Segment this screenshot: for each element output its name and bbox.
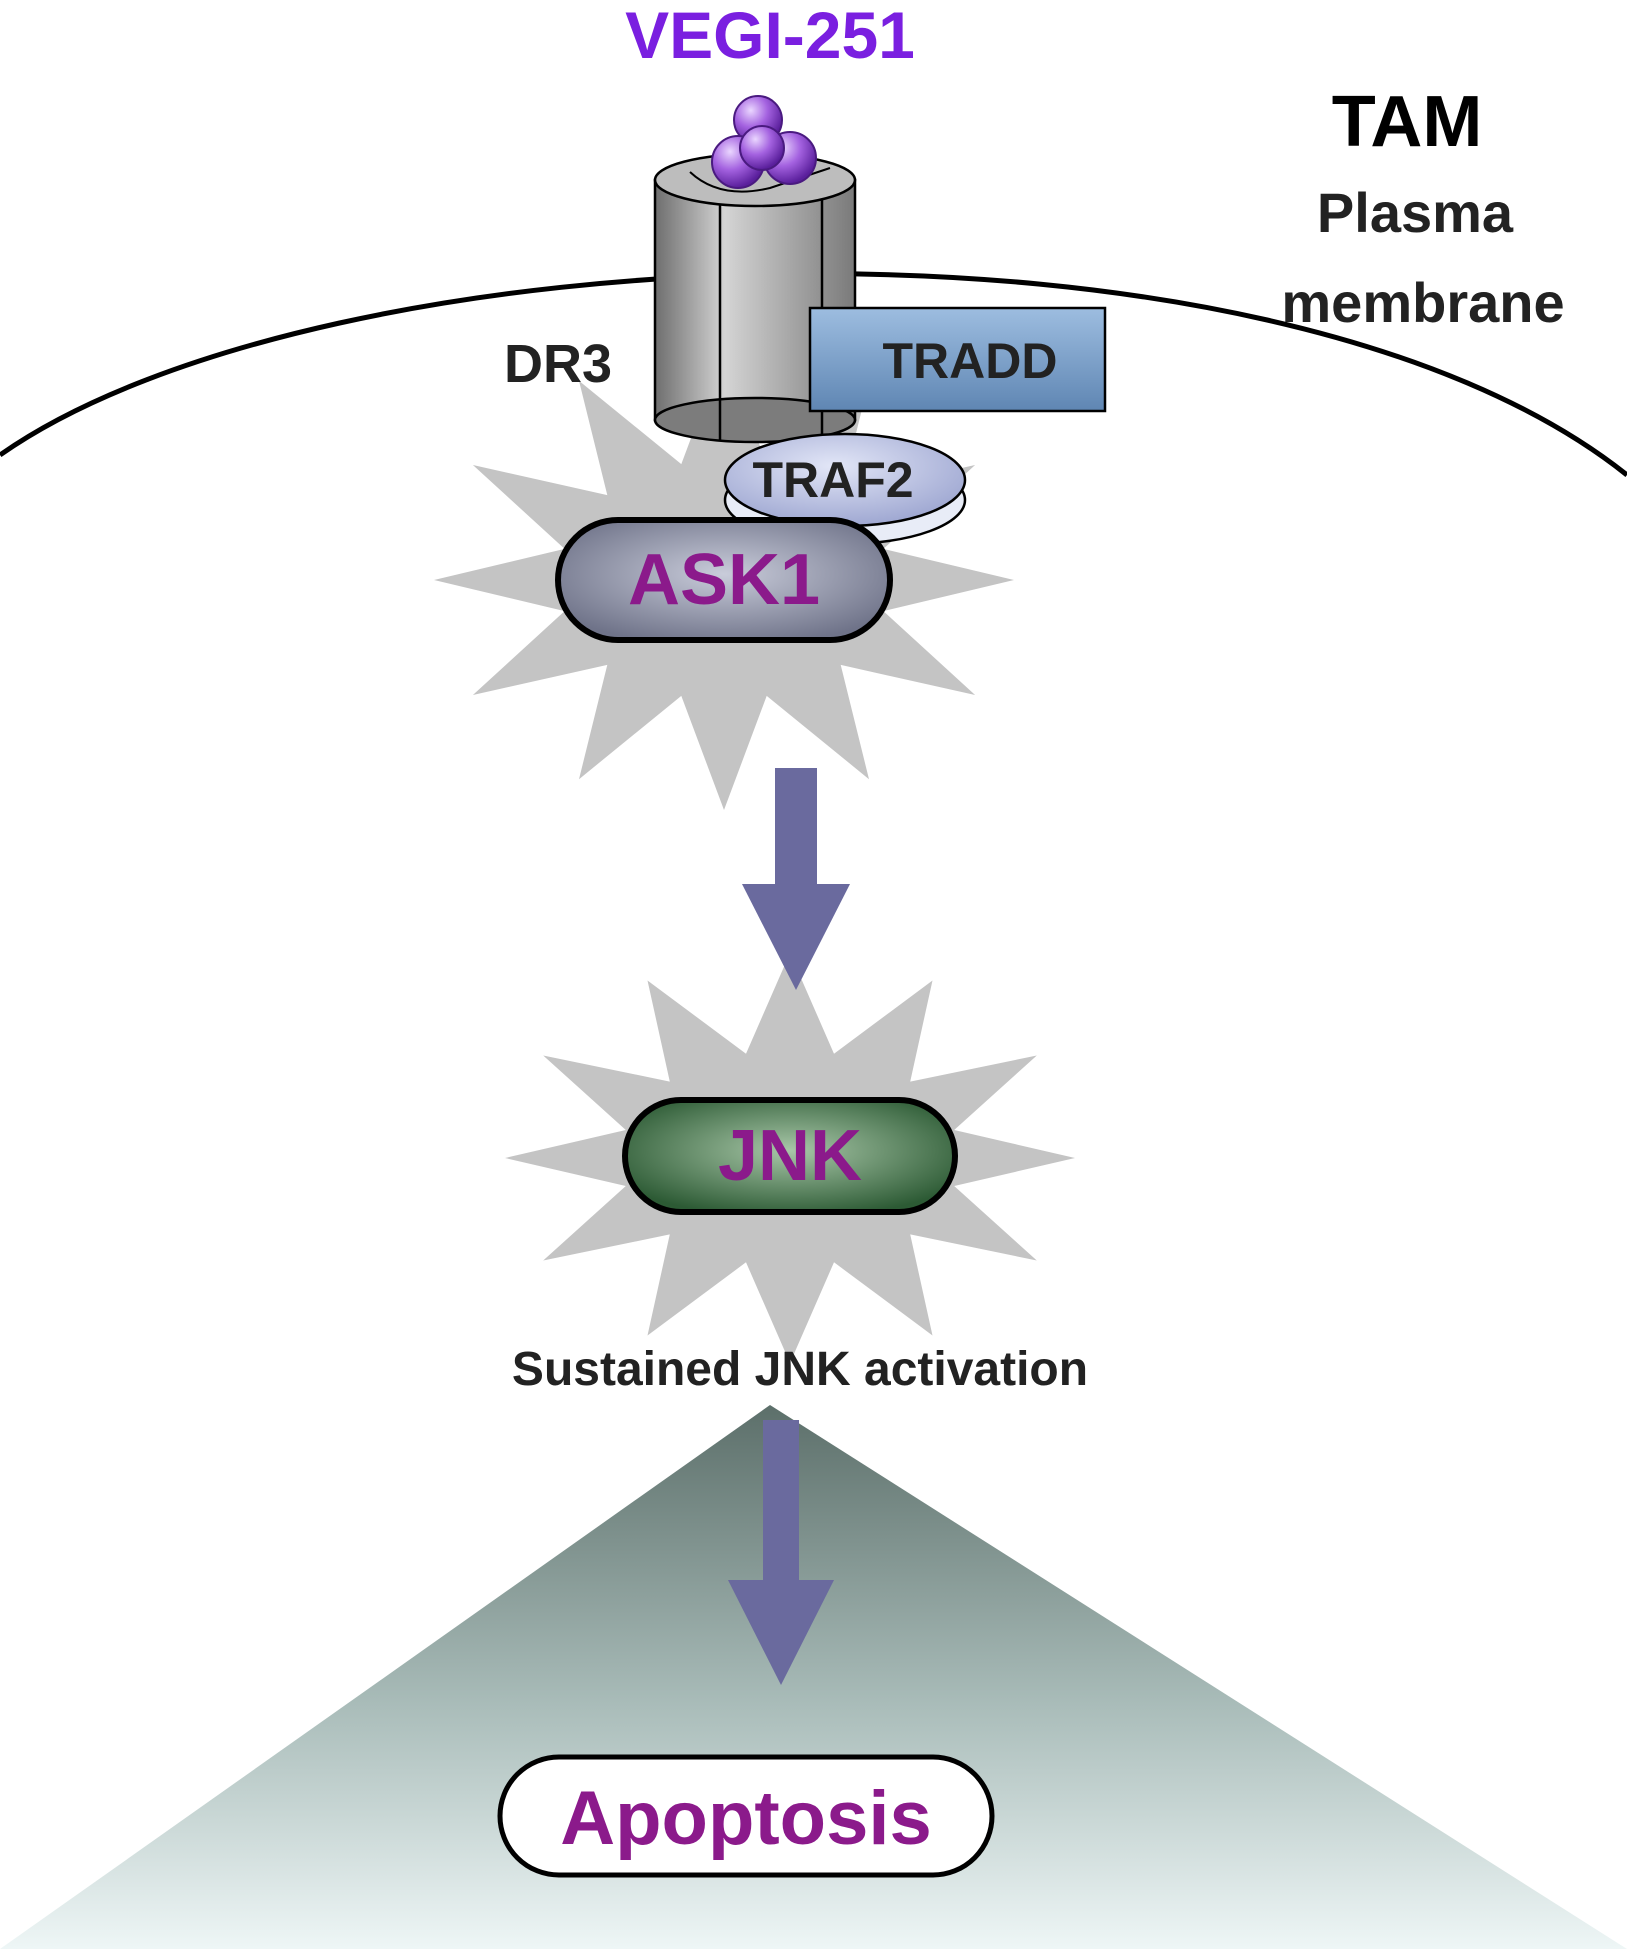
arrow-ask1-to-jnk <box>742 768 850 990</box>
tradd-label: TRADD <box>883 333 1058 389</box>
membrane-label-line1: Plasma <box>1317 181 1514 244</box>
traf2-label: TRAF2 <box>752 452 913 508</box>
arrow-jnk-to-apoptosis <box>728 1420 834 1685</box>
apoptosis-label: Apoptosis <box>560 1776 932 1861</box>
ask1-label: ASK1 <box>628 540 820 620</box>
apoptosis-outcome-box <box>497 1754 995 1878</box>
vegi251-trimer-spheres <box>711 95 817 189</box>
jnk-label: JNK <box>718 1116 862 1196</box>
apoptosis-cone <box>0 1405 1627 1949</box>
ligand-label: VEGI-251 <box>625 0 915 72</box>
membrane-label-line2: membrane <box>1281 271 1564 334</box>
jnk-kinase <box>622 1097 958 1215</box>
process-label: Sustained JNK activation <box>512 1343 1088 1396</box>
cell-type-label: TAM <box>1332 82 1483 162</box>
ask1-kinase <box>555 517 893 643</box>
dr3-label: DR3 <box>504 334 612 394</box>
tradd-adaptor <box>808 306 1107 413</box>
